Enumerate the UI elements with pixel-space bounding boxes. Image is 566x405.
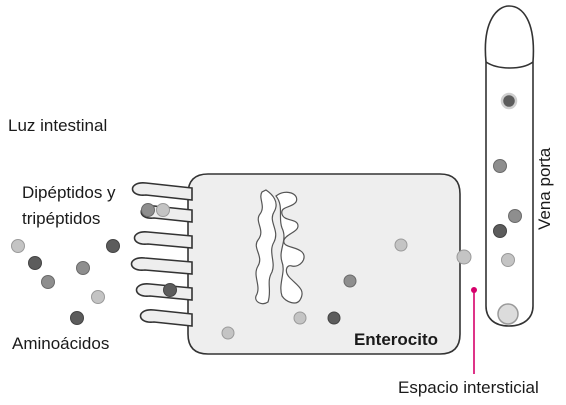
particle bbox=[394, 238, 408, 252]
enterocyte-particles bbox=[221, 238, 408, 340]
particle bbox=[28, 256, 42, 270]
particle bbox=[141, 203, 155, 217]
particle bbox=[508, 209, 522, 223]
particle bbox=[327, 311, 341, 325]
particle bbox=[156, 203, 170, 217]
particle bbox=[501, 253, 515, 267]
enterocyte-label: Enterocito bbox=[354, 330, 438, 349]
particle bbox=[221, 326, 235, 340]
amino-acids-label: Aminoácidos bbox=[12, 334, 109, 353]
interstitial-space-label: Espacio intersticial bbox=[398, 378, 539, 397]
microvilli bbox=[130, 182, 193, 327]
enterocyte-cell bbox=[187, 173, 461, 355]
particle bbox=[106, 239, 120, 253]
portal-vein-inner-wall bbox=[485, 61, 534, 69]
particle bbox=[293, 311, 307, 325]
microvillus bbox=[139, 309, 193, 327]
interstitial-particle bbox=[456, 249, 472, 265]
portal-vein-particles bbox=[493, 92, 522, 325]
lumen-label: Luz intestinal bbox=[8, 116, 107, 135]
particle bbox=[163, 283, 177, 297]
particle bbox=[500, 92, 518, 110]
peptides-label-line1: Dipéptidos y bbox=[22, 183, 116, 202]
portal-vein-label: Vena porta bbox=[535, 147, 554, 230]
particle bbox=[343, 274, 357, 288]
lumen-particles bbox=[11, 203, 177, 325]
portal-vein-vessel bbox=[484, 5, 535, 327]
organelle bbox=[255, 189, 305, 305]
particle bbox=[91, 290, 105, 304]
organelle-stack bbox=[275, 191, 305, 304]
interstitial-pointer-dot bbox=[471, 287, 477, 293]
particle bbox=[497, 303, 519, 325]
particle bbox=[493, 159, 507, 173]
microvillus bbox=[130, 257, 193, 275]
particle bbox=[70, 311, 84, 325]
particle bbox=[493, 224, 507, 238]
microvillus bbox=[131, 182, 193, 201]
particle bbox=[11, 239, 25, 253]
particle bbox=[41, 275, 55, 289]
particle bbox=[76, 261, 90, 275]
microvillus bbox=[133, 231, 193, 249]
peptides-label-line2: tripéptidos bbox=[22, 209, 100, 228]
organelle-stack bbox=[255, 189, 277, 305]
